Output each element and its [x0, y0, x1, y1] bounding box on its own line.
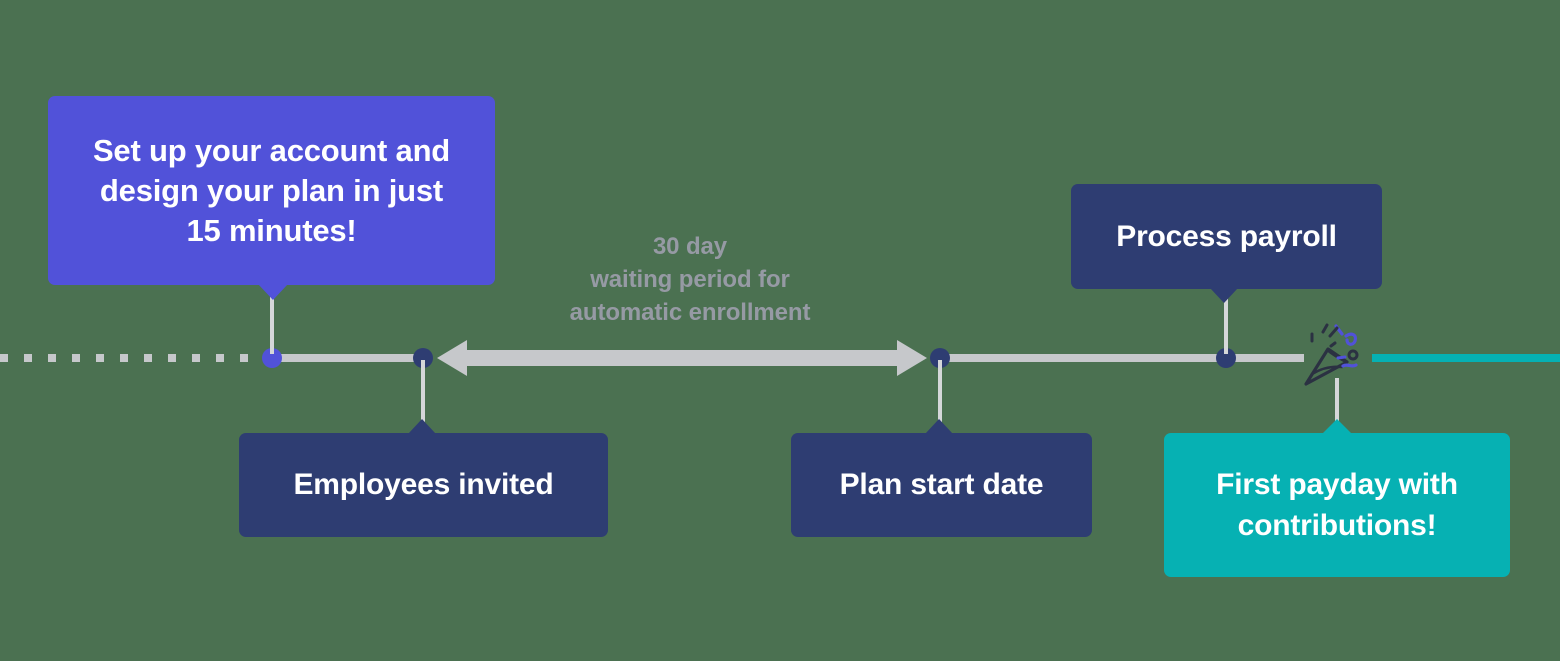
connector-stem-setup [270, 292, 274, 354]
connector-stem-first-payday [1335, 378, 1339, 432]
connector-stem-process-payroll [1224, 292, 1228, 354]
milestone-card-plan-start-date-label: Plan start date [839, 468, 1044, 501]
milestone-card-setup-text: Set up your account and design your plan… [93, 131, 450, 251]
milestone-card-setup[interactable]: Set up your account and design your plan… [48, 96, 495, 285]
connector-stem-plan-start-date [938, 360, 942, 428]
setup-line-1: Set up your account and [92, 132, 451, 168]
pointer-employees-invited [408, 419, 436, 434]
node-dot-plan-start-date[interactable] [930, 348, 950, 368]
first-payday-line-2: contributions! [1237, 509, 1437, 542]
waiting-period-line-1: 30 day [652, 233, 728, 260]
timeline-dotted-segment [0, 354, 276, 362]
waiting-period-arrow [437, 337, 927, 379]
milestone-card-plan-start-date[interactable]: Plan start date [791, 433, 1092, 537]
pointer-process-payroll [1210, 288, 1238, 303]
pointer-plan-start-date [925, 419, 953, 434]
waiting-period-line-3: automatic enrollment [569, 299, 811, 326]
setup-line-2: design your plan in just [99, 172, 444, 208]
milestone-card-employees-invited[interactable]: Employees invited [239, 433, 608, 537]
party-popper-icon [1300, 322, 1378, 392]
setup-line-3: 15 minutes! [186, 212, 357, 248]
timeline-segment-payroll-to-payday [1232, 354, 1304, 362]
connector-stem-employees-invited [421, 360, 425, 428]
milestone-card-employees-invited-label: Employees invited [293, 468, 554, 501]
waiting-period-line-2: waiting period for [590, 266, 790, 293]
timeline-segment-teal-tail [1372, 354, 1560, 362]
timeline-segment-planstart-to-payroll [936, 354, 1232, 362]
pointer-first-payday [1322, 419, 1352, 434]
pointer-setup [258, 284, 288, 300]
milestone-card-process-payroll[interactable]: Process payroll [1071, 184, 1382, 289]
waiting-period-caption: 30 day waiting period for automatic enro… [490, 230, 890, 329]
node-dot-employees-invited[interactable] [413, 348, 433, 368]
milestone-card-process-payroll-label: Process payroll [1116, 219, 1337, 253]
timeline-segment-setup-to-invited [272, 354, 430, 362]
milestone-card-first-payday[interactable]: First payday with contributions! [1164, 433, 1510, 577]
node-dot-process-payroll[interactable] [1216, 348, 1236, 368]
node-dot-setup[interactable] [262, 348, 282, 368]
milestone-card-first-payday-text: First payday with contributions! [1216, 464, 1458, 546]
first-payday-line-1: First payday with [1216, 468, 1458, 501]
